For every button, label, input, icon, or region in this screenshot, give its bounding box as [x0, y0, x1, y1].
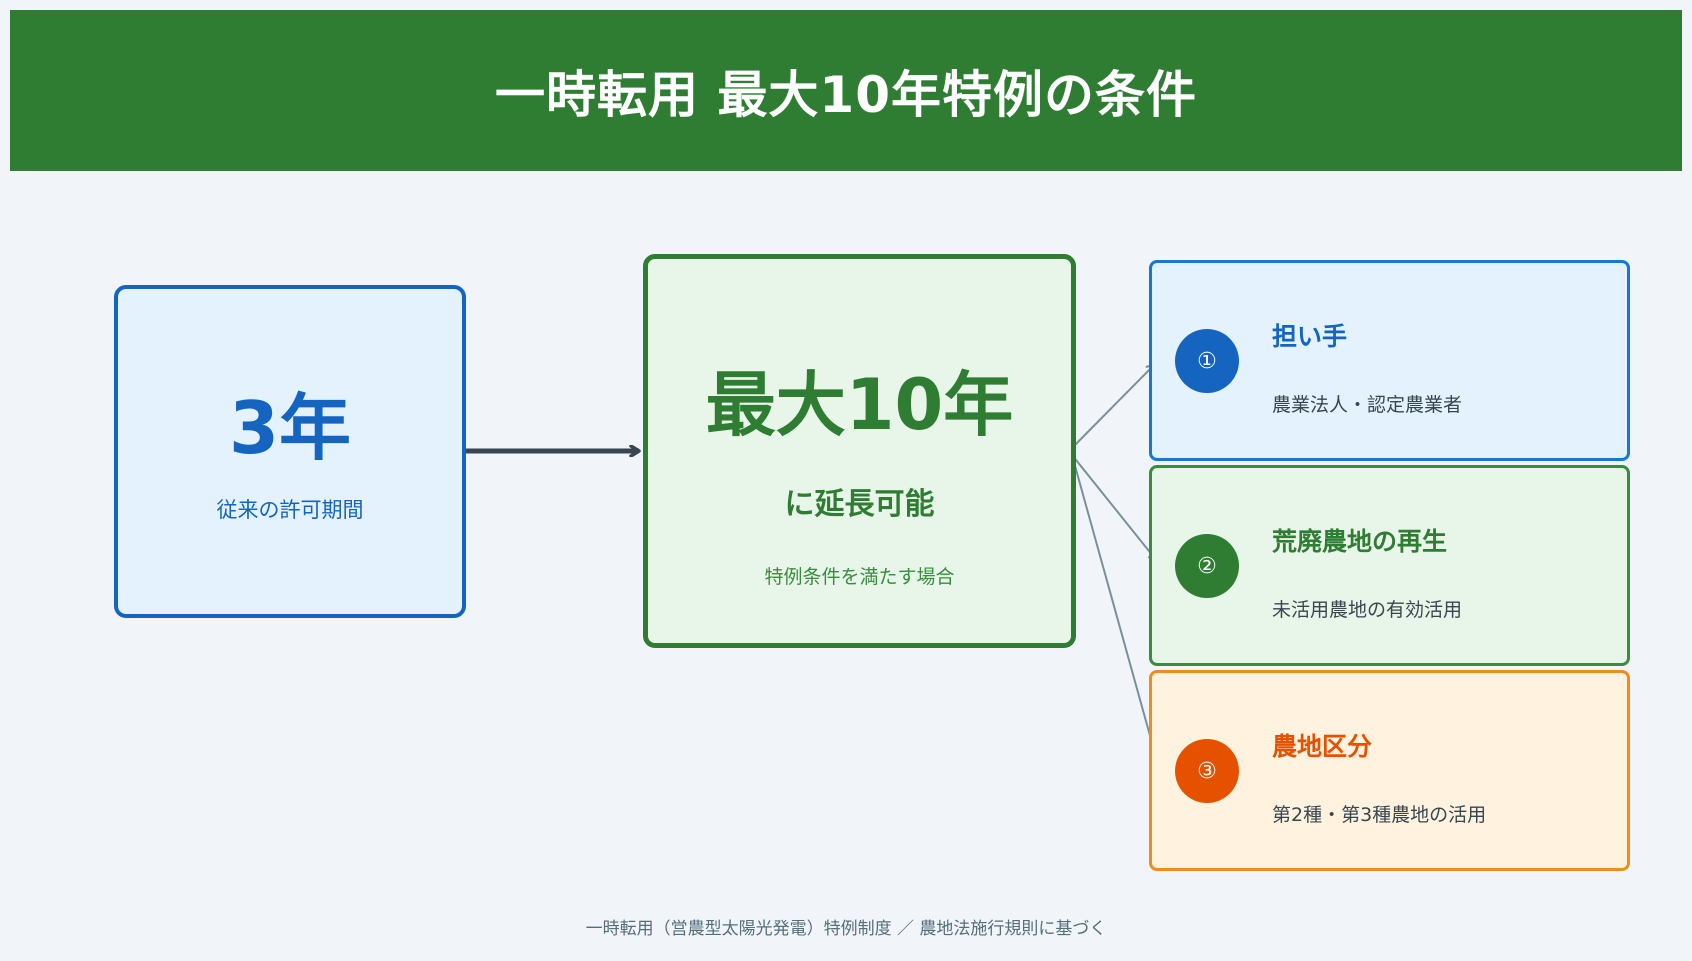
- condition-number-badge: ①: [1175, 329, 1239, 393]
- connector-arrow-3: [1071, 454, 1162, 769]
- page-title: 一時転用 最大10年特例の条件: [495, 65, 1197, 124]
- footer-note: 一時転用（営農型太陽光発電）特例制度 ／ 農地法施行規則に基づく: [585, 919, 1107, 939]
- condition-description: 農業法人・認定農業者: [1272, 394, 1463, 416]
- extended-period-note: 特例条件を満たす場合: [764, 566, 955, 588]
- condition-description: 第2種・第3種農地の活用: [1272, 804, 1487, 826]
- condition-card-2: ② 荒廃農地の再生 未活用農地の有効活用: [1149, 465, 1630, 666]
- condition-card-1: ① 担い手 農業法人・認定農業者: [1149, 260, 1630, 461]
- condition-number-badge: ③: [1175, 739, 1239, 803]
- header-banner: 一時転用 最大10年特例の条件: [10, 10, 1682, 171]
- extended-period-box: 最大10年 に延長可能 特例条件を満たす場合: [643, 254, 1076, 648]
- current-period-value: 3年: [228, 386, 352, 470]
- condition-card-3: ③ 農地区分 第2種・第3種農地の活用: [1149, 670, 1630, 871]
- extended-period-value: 最大10年: [705, 364, 1014, 446]
- connector-arrow-1: [1071, 363, 1156, 449]
- condition-title: 担い手: [1272, 322, 1348, 351]
- condition-title: 荒廃農地の再生: [1272, 527, 1448, 556]
- condition-title: 農地区分: [1272, 732, 1373, 761]
- extended-period-caption: に延長可能: [784, 487, 935, 522]
- condition-description: 未活用農地の有効活用: [1272, 599, 1463, 621]
- connector-arrow-2: [1071, 454, 1158, 562]
- current-period-box: 3年 従来の許可期間: [114, 285, 466, 618]
- current-period-label: 従来の許可期間: [216, 498, 364, 522]
- condition-number-badge: ②: [1175, 534, 1239, 598]
